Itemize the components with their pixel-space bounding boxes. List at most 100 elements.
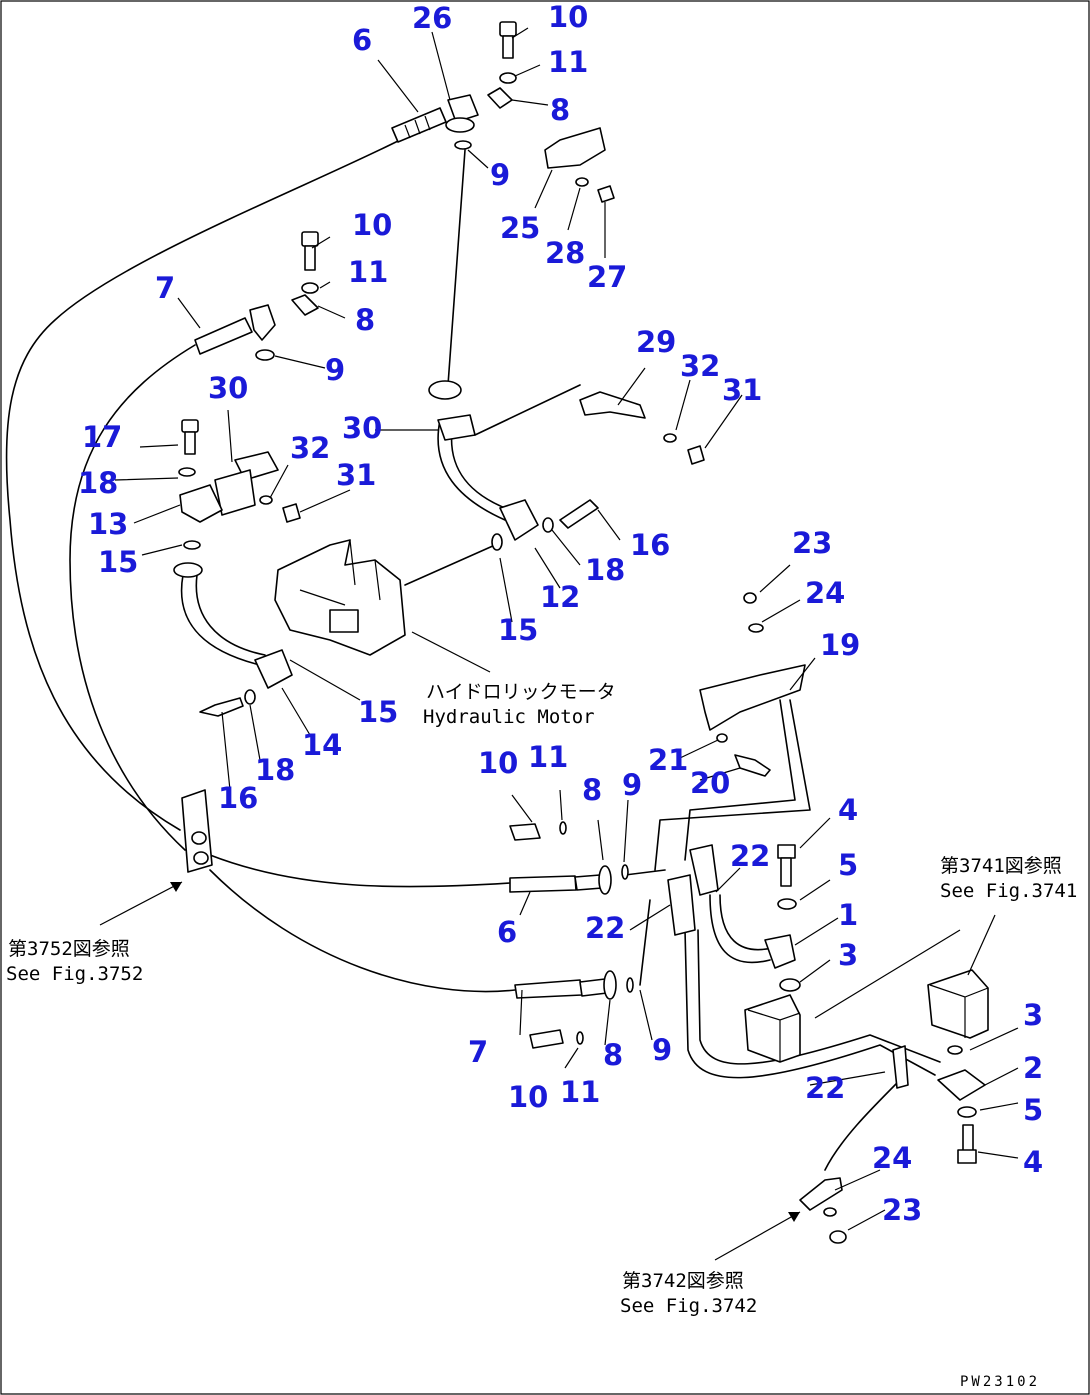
drawing-code: PW23102 (960, 1374, 1040, 1390)
callout-22: 22 (805, 1071, 845, 1105)
callout-15: 15 (98, 545, 138, 579)
pipe-30-12-b (450, 429, 511, 511)
fig3742-ref-en: See Fig.3742 (620, 1295, 757, 1317)
flange-1 (764, 934, 796, 969)
pipe-22-2-a (684, 929, 936, 1079)
hose-end-7-top (194, 304, 276, 355)
hydraulic-motor (274, 539, 406, 656)
hose-6-lower (209, 854, 511, 888)
callout-13: 13 (88, 507, 128, 541)
callout-18: 18 (585, 553, 625, 587)
valve-block-right (927, 969, 989, 1039)
hose-end-6-top (391, 107, 447, 143)
washer-28 (575, 177, 589, 187)
clamp-plate (181, 789, 213, 873)
callout-18: 18 (78, 466, 118, 500)
fig3741-arrow-a (814, 929, 961, 1019)
bolt-10-top (499, 21, 517, 59)
washer-24-top (748, 623, 764, 633)
callout-11: 11 (560, 1075, 600, 1109)
oring-9-top (454, 140, 472, 150)
callout-2: 2 (1023, 1051, 1043, 1085)
block-12 (499, 499, 539, 541)
parts (173, 21, 989, 1244)
hydraulic-motor-label-en: Hydraulic Motor (423, 706, 595, 728)
nut-31-left (282, 503, 301, 523)
callout-11: 11 (528, 740, 568, 774)
callout-11: 11 (348, 255, 388, 289)
hose-7-lower (209, 869, 516, 993)
callout-1: 1 (838, 898, 858, 932)
callout-15: 15 (358, 695, 398, 729)
washer-11-second (301, 282, 319, 294)
flange-30-center (428, 380, 462, 400)
callout-22: 22 (730, 839, 770, 873)
washer-11-mid-top (559, 821, 567, 835)
pipe-19-b (684, 699, 796, 861)
clamp-22-lower (892, 1045, 909, 1089)
fitting-30-center (437, 414, 476, 441)
callout-10: 10 (352, 208, 392, 242)
bracket-25 (544, 127, 606, 169)
nut-27 (597, 185, 615, 203)
callout-labels: 6 26 10 11 8 9 25 28 27 10 11 8 7 9 30 1… (78, 0, 1043, 1227)
pipe-15-14-a (180, 574, 261, 666)
callout-4: 4 (1023, 1145, 1043, 1179)
fig3752-ref-en: See Fig.3752 (6, 963, 143, 985)
bolt-4-lower-head (957, 1149, 977, 1164)
washer-18-left (178, 467, 196, 477)
fig3742-ref-jp: 第3742図参照 (622, 1270, 744, 1292)
bolt-10-mid-bottom (529, 1029, 564, 1049)
pipe-30-29 (474, 384, 581, 436)
callout-9: 9 (652, 1033, 672, 1067)
bolt-16-left (199, 697, 244, 717)
pipe-22-1-a (709, 894, 771, 964)
callout-17: 17 (82, 420, 122, 454)
pipe-30-12-a (437, 419, 506, 521)
link-9-upper (624, 869, 666, 876)
washer-21 (716, 733, 728, 743)
callout-4: 4 (838, 793, 858, 827)
link-9-lower (639, 899, 651, 986)
callout-9: 9 (622, 768, 642, 802)
callout-28: 28 (545, 236, 585, 270)
callout-16: 16 (218, 781, 258, 815)
block-14 (254, 649, 293, 689)
fig3752-ref-jp: 第3752図参照 (8, 938, 130, 960)
nut-23-top (743, 592, 757, 604)
bolt-20 (734, 754, 771, 777)
callout-10: 10 (478, 746, 518, 780)
leader-lines (99, 27, 1019, 1261)
washer-18-lower (244, 689, 256, 705)
block-26 (445, 94, 479, 133)
callout-3: 3 (838, 938, 858, 972)
callout-5: 5 (1023, 1093, 1043, 1127)
callout-6: 6 (352, 23, 372, 57)
oring-15-center (491, 533, 503, 551)
clip-8-top (487, 87, 513, 109)
clamp-22-upper (689, 844, 719, 896)
bolt-4-lower-shank (962, 1124, 974, 1152)
block-13 (179, 484, 223, 523)
callout-15: 15 (498, 613, 538, 647)
fig3742-arrow (714, 1211, 801, 1261)
oring-9-mid-top (621, 864, 629, 880)
clamp-22-middle (667, 874, 696, 936)
callout-25: 25 (500, 211, 540, 245)
callout-3: 3 (1023, 998, 1043, 1032)
callout-8: 8 (603, 1038, 623, 1072)
hose-lines (5, 139, 941, 1171)
fig3752-arrow (99, 881, 183, 926)
callout-9: 9 (325, 353, 345, 387)
callout-27: 27 (587, 260, 627, 294)
flange-15-left (173, 562, 203, 578)
callout-24: 24 (805, 576, 845, 610)
callout-9: 9 (490, 158, 510, 192)
callout-29: 29 (636, 325, 676, 359)
callout-21: 21 (648, 743, 688, 777)
hose-7-upper (69, 344, 196, 851)
callout-5: 5 (838, 848, 858, 882)
bolt-4-upper-shank (780, 857, 792, 887)
